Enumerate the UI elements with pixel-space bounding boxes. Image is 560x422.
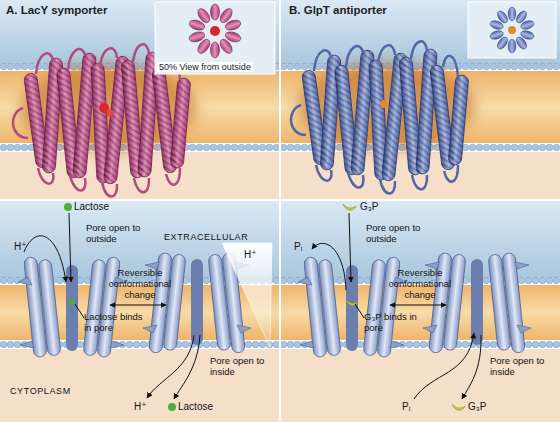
flow-arrows-part [390,305,446,306]
substrate-symbols [64,203,465,411]
compartment-label: EXTRACELLULAR [164,232,274,242]
panel-dividers-part [279,0,281,422]
glpt-structure-part [301,49,468,182]
inset-caption: 50% View from outside [157,62,253,72]
glpt-structure [291,41,474,193]
ion-label: H⁺ [14,241,36,253]
substrate-symbols-part [452,404,465,410]
state-label: Pore open to inside [490,356,552,378]
ion-label: H⁺ [244,249,268,261]
flow-arrows-part [355,304,364,318]
flow-arrows-part [174,335,200,399]
panel-heading: A. LacY symporter [6,4,107,16]
ion-label: H⁺ [134,401,158,413]
flow-arrows-part [312,243,346,290]
transition-label: Reversible conformational change [101,268,179,301]
panel-dividers-part [0,199,560,201]
substrate-label: Lactose [74,201,134,213]
inset-view [155,2,556,74]
substrate-label: G₃P [360,201,400,213]
compartment-label: CYTOPLASM [10,386,110,396]
substrate-symbols-part [64,203,72,211]
inset-view-part [508,26,516,34]
h-gradient-triangle-part [222,243,272,347]
transporters-part [18,255,126,357]
glpt-structure-part [301,49,468,182]
substrate-label: Lactose [178,401,238,413]
ion-label: Pᵢ [402,401,424,413]
substrate-symbols-part [343,204,356,210]
ion-label: Pᵢ [294,241,316,253]
panel-heading: B. GlpT antiporter [289,4,387,16]
flow-arrows-part [414,333,474,399]
inset-view-part [188,4,242,58]
substrate-label: G₃P [468,401,508,413]
flow-arrows-part [462,335,481,399]
transition-label: Reversible conformational change [381,268,459,301]
flow-arrows-part [147,335,194,398]
transporters-part [298,255,406,357]
substrate-symbols-part [346,300,358,306]
flow-arrows-part [75,304,84,318]
inset-view-part [210,26,220,36]
lacy-structure-part [107,110,114,117]
callout-label: Lactose binds in pore [84,312,146,334]
state-label: Pore open to outside [366,223,428,245]
flow-arrows-part [69,213,71,282]
h-gradient-triangle [222,243,272,347]
flow-arrows-part [24,236,66,282]
flow-arrows-part [349,213,351,282]
structure-panel: B. GlpT antiporter [281,0,560,199]
inset-view-part [489,7,535,53]
state-label: Pore open to outside [86,223,148,245]
inset-view-part [468,2,556,58]
inset-view-part [155,2,275,74]
flow-arrows [24,213,481,399]
flow-arrows-part [110,305,166,306]
structure-panel: A. LacY symporter 50% View from outside [0,0,279,199]
callout-label: G₃P binds in pore [364,312,426,334]
transporters [18,252,531,357]
substrate-symbols-part [69,299,75,305]
glpt-structure-part [291,41,458,193]
inset-panel: 50% View from outside [155,2,275,74]
glpt-structure-part [380,100,388,108]
substrate-symbols-part [168,403,176,411]
state-label: Pore open to inside [210,356,272,378]
